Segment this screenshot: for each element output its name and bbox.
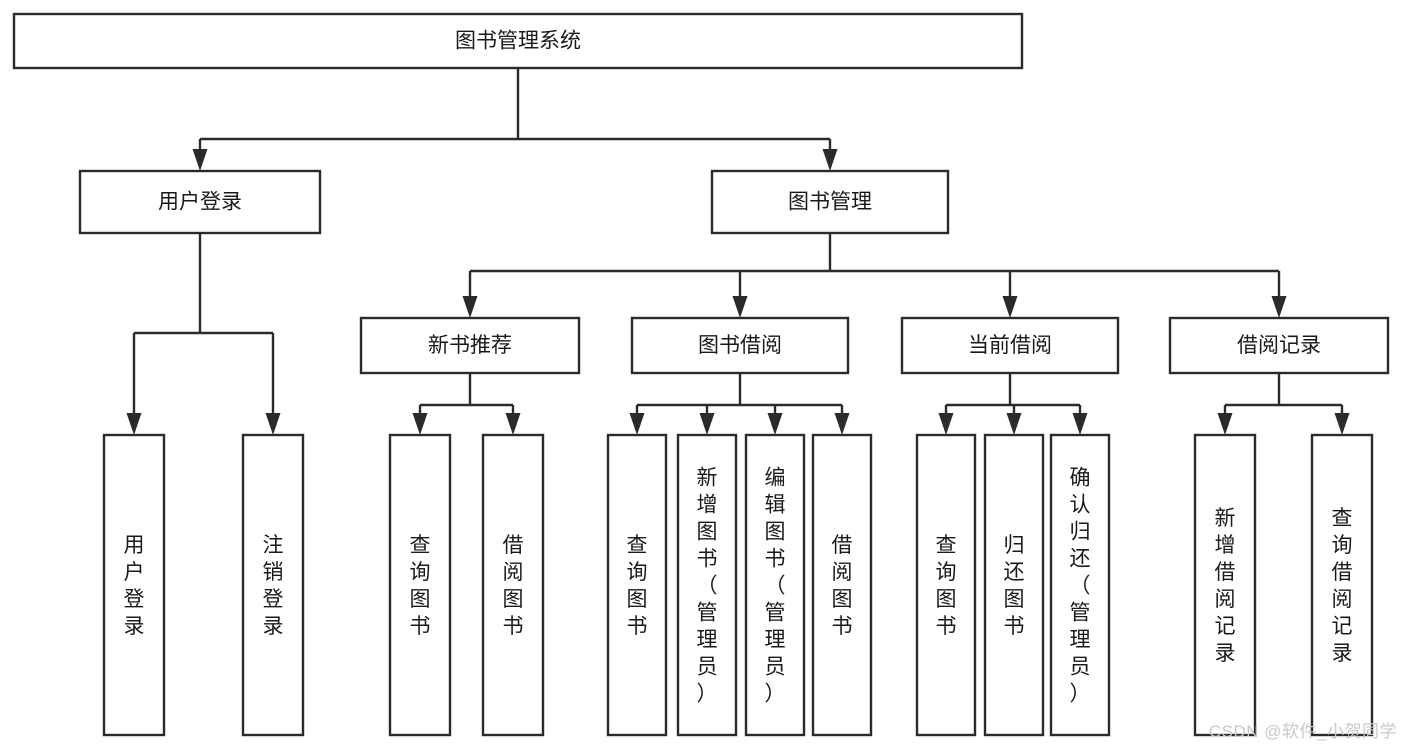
node-box-leaf-edit-book [744, 433, 806, 737]
arrow-head-records [1271, 296, 1287, 318]
node-leaf-query-book-3[interactable]: 查询图书 [915, 433, 977, 737]
node-box-leaf-user-login [102, 433, 166, 737]
node-box-leaf-user-logout [241, 433, 305, 737]
node-box-leaf-query-book-1 [388, 433, 452, 737]
node-label-leaf-edit-book: 编辑图书（管理员） [765, 467, 786, 706]
node-leaf-borrow-book-1[interactable]: 借阅图书 [481, 433, 545, 737]
arrow-head-leaf-borrow-book-2 [834, 413, 850, 435]
arrow-head-leaf-query-record [1334, 413, 1350, 435]
node-leaf-add-record[interactable]: 新增借阅记录 [1193, 433, 1257, 737]
arrow-head-login [192, 149, 208, 171]
connector-layer [126, 68, 1350, 435]
node-leaf-borrow-book-2[interactable]: 借阅图书 [811, 433, 873, 737]
node-leaf-user-logout[interactable]: 注销登录 [241, 433, 305, 737]
node-leaf-return-book[interactable]: 归还图书 [983, 433, 1045, 737]
node-leaf-query-record[interactable]: 查询借阅记录 [1310, 433, 1374, 737]
node-box-leaf-return-book [983, 433, 1045, 737]
node-box-leaf-add-book [676, 433, 738, 737]
arrow-head-leaf-add-record [1217, 413, 1233, 435]
node-leaf-confirm-ret[interactable]: 确认归还（管理员） [1049, 433, 1111, 737]
node-leaf-query-book-2[interactable]: 查询图书 [606, 433, 668, 737]
node-box-bookmgmt [710, 169, 950, 235]
arrow-head-leaf-query-book-2 [629, 413, 645, 435]
node-label-records: 借阅记录 [1237, 334, 1321, 357]
node-label-leaf-query-book-1: 查询图书 [410, 534, 431, 638]
node-box-borrow [630, 316, 850, 375]
node-label-leaf-user-login: 用户登录 [124, 534, 145, 638]
node-login[interactable]: 用户登录 [78, 169, 322, 235]
node-box-leaf-query-book-3 [915, 433, 977, 737]
node-label-leaf-borrow-book-1: 借阅图书 [503, 534, 524, 638]
node-layer: 图书管理系统用户登录图书管理新书推荐图书借阅当前借阅借阅记录用户登录注销登录查询… [12, 12, 1390, 737]
node-bookmgmt[interactable]: 图书管理 [710, 169, 950, 235]
node-root[interactable]: 图书管理系统 [12, 12, 1024, 70]
node-label-leaf-query-book-3: 查询图书 [936, 534, 957, 638]
arrow-head-leaf-add-book [699, 413, 715, 435]
node-box-leaf-borrow-book-1 [481, 433, 545, 737]
node-current[interactable]: 当前借阅 [900, 316, 1120, 375]
node-borrow[interactable]: 图书借阅 [630, 316, 850, 375]
node-box-leaf-query-book-2 [606, 433, 668, 737]
node-records[interactable]: 借阅记录 [1168, 316, 1390, 375]
node-label-leaf-add-record: 新增借阅记录 [1215, 507, 1236, 665]
node-box-leaf-query-record [1310, 433, 1374, 737]
node-box-login [78, 169, 322, 235]
node-label-leaf-confirm-ret: 确认归还（管理员） [1070, 467, 1091, 706]
node-label-leaf-query-book-2: 查询图书 [627, 534, 648, 638]
node-label-login: 用户登录 [158, 191, 242, 214]
node-box-newbook [359, 316, 581, 375]
arrow-head-leaf-query-book-1 [412, 413, 428, 435]
node-leaf-add-book[interactable]: 新增图书（管理员） [676, 433, 738, 737]
node-label-leaf-user-logout: 注销登录 [263, 534, 284, 638]
node-label-leaf-return-book: 归还图书 [1004, 534, 1025, 638]
node-leaf-query-book-1[interactable]: 查询图书 [388, 433, 452, 737]
node-box-leaf-add-record [1193, 433, 1257, 737]
node-label-current: 当前借阅 [968, 334, 1052, 357]
node-label-borrow: 图书借阅 [698, 334, 782, 357]
node-box-leaf-borrow-book-2 [811, 433, 873, 737]
node-label-leaf-borrow-book-2: 借阅图书 [832, 534, 853, 638]
arrow-head-leaf-return-book [1006, 413, 1022, 435]
csdn-watermark: CSDN @软件_小贺同学 [1208, 722, 1397, 741]
node-label-leaf-query-record: 查询借阅记录 [1332, 507, 1353, 665]
node-box-root [12, 12, 1024, 70]
node-label-newbook: 新书推荐 [428, 334, 512, 357]
node-leaf-edit-book[interactable]: 编辑图书（管理员） [744, 433, 806, 737]
arrow-head-newbook [462, 296, 478, 318]
node-box-current [900, 316, 1120, 375]
arrow-head-leaf-confirm-ret [1072, 413, 1088, 435]
arrow-head-leaf-user-login [126, 413, 142, 435]
arrow-head-bookmgmt [822, 149, 838, 171]
arrow-head-leaf-borrow-book-1 [505, 413, 521, 435]
arrow-head-leaf-edit-book [767, 413, 783, 435]
arrow-head-leaf-query-book-3 [938, 413, 954, 435]
node-label-leaf-add-book: 新增图书（管理员） [697, 467, 718, 706]
arrow-head-current [1002, 296, 1018, 318]
arrow-head-leaf-user-logout [265, 413, 281, 435]
node-label-root: 图书管理系统 [455, 30, 581, 53]
arrow-head-borrow [732, 296, 748, 318]
node-leaf-user-login[interactable]: 用户登录 [102, 433, 166, 737]
node-newbook[interactable]: 新书推荐 [359, 316, 581, 375]
node-label-bookmgmt: 图书管理 [788, 191, 872, 214]
node-box-records [1168, 316, 1390, 375]
node-box-leaf-confirm-ret [1049, 433, 1111, 737]
